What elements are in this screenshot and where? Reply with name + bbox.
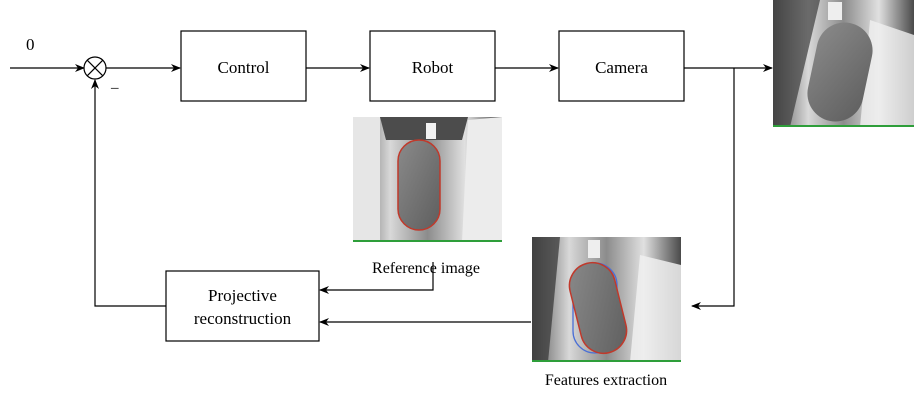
control-label: Control (218, 58, 270, 77)
robot-block (369, 30, 496, 102)
input-label: 0 (26, 35, 35, 54)
arrow-to-features-image (691, 68, 735, 310)
summing-junction (83, 56, 107, 80)
projective-reconstruction-block (165, 270, 320, 342)
reference-image (353, 117, 502, 242)
control-block (180, 30, 307, 102)
feedback-arrow (91, 79, 166, 307)
minus-sign: – (110, 80, 119, 96)
reference-image-caption: Reference image (372, 260, 480, 277)
projective-label-line2: reconstruction (194, 309, 292, 328)
features-extraction-caption: Features extraction (545, 372, 667, 389)
robot-label: Robot (412, 58, 454, 77)
features-extraction-image (532, 237, 681, 362)
projective-label-line1: Projective (208, 286, 277, 305)
camera-block (558, 30, 685, 102)
camera-output-image (773, 0, 914, 127)
arrow-reference-to-projective (319, 262, 434, 294)
camera-label: Camera (595, 58, 648, 77)
